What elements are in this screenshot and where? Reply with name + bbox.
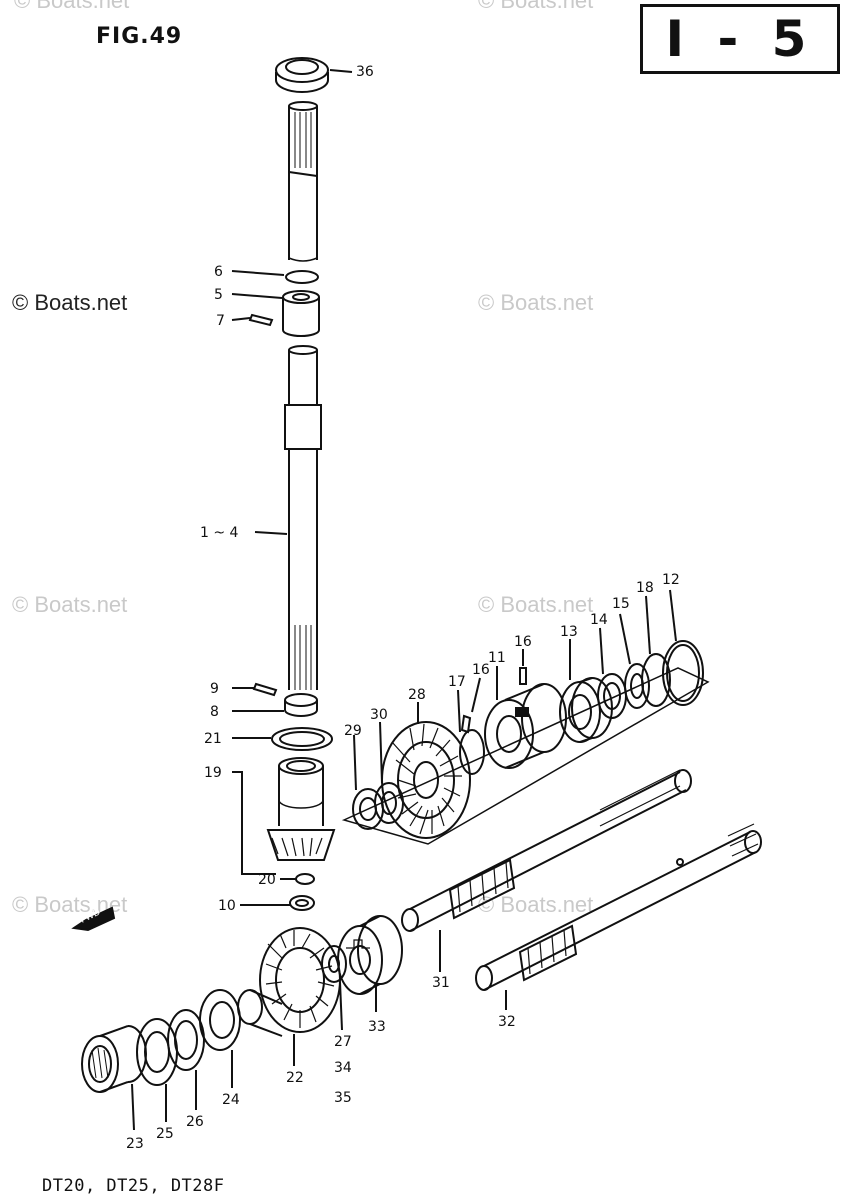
leader-line — [231, 317, 251, 321]
callout-29: 29 — [344, 723, 362, 739]
callout-34: 34 — [334, 1060, 352, 1076]
callout-21: 21 — [204, 731, 222, 747]
part-16-pin-lower — [460, 714, 472, 734]
callout-10: 10 — [218, 898, 236, 914]
callout-1-4: 1 ~ 4 — [200, 525, 239, 541]
leader-line — [131, 1083, 135, 1131]
leader-line — [619, 613, 631, 665]
callout-30: 30 — [370, 707, 388, 723]
leader-line — [599, 627, 604, 675]
watermark: © Boats.net — [12, 290, 128, 315]
callout-13: 13 — [560, 624, 578, 640]
watermark: © Boats.net — [478, 290, 594, 315]
leader-line — [232, 771, 276, 875]
part-9-pin — [252, 682, 278, 697]
part-31-propeller-shaft — [401, 769, 692, 932]
leader-line — [645, 595, 651, 655]
callout-32: 32 — [498, 1014, 516, 1030]
part-23-needle-bearing — [81, 1025, 147, 1093]
leader-line — [457, 689, 461, 733]
callout-28: 28 — [408, 687, 426, 703]
callout-33: 33 — [368, 1019, 386, 1035]
part-20-washer — [295, 873, 315, 885]
part-17-shim — [459, 729, 485, 775]
callout-36: 36 — [356, 64, 374, 80]
part-28-reverse-gear — [381, 721, 471, 839]
part-16-pin-upper — [519, 667, 527, 685]
leader-line — [669, 589, 677, 642]
leader-line — [231, 270, 285, 276]
part-7-pin — [248, 313, 274, 327]
part-21-shim — [271, 727, 333, 751]
callout-11: 11 — [488, 650, 506, 666]
callout-23: 23 — [126, 1136, 144, 1152]
part-8-bushing — [284, 693, 318, 717]
leader-line — [339, 981, 343, 1031]
callout-8: 8 — [210, 704, 219, 720]
part-10-nut — [289, 895, 315, 911]
callout-16-lower: 16 — [472, 662, 490, 678]
callout-18: 18 — [636, 580, 654, 596]
leader-line — [329, 69, 353, 73]
leader-line — [231, 293, 283, 299]
callout-31: 31 — [432, 975, 450, 991]
part-22-forward-gear — [237, 927, 341, 1037]
part-32-propeller-shaft — [475, 823, 762, 991]
callout-16-upper: 16 — [514, 634, 532, 650]
watermark: © Boats.net — [478, 0, 594, 13]
part-26-shim — [167, 1009, 205, 1071]
part-33-clutch — [337, 915, 403, 995]
callout-35: 35 — [334, 1090, 352, 1106]
figure-label: FIG.49 — [96, 24, 183, 49]
callout-27: 27 — [334, 1034, 352, 1050]
callout-9: 9 — [210, 681, 219, 697]
part-5-coupling — [282, 290, 320, 337]
callout-22: 22 — [286, 1070, 304, 1086]
callout-15: 15 — [612, 596, 630, 612]
drive-shaft-main — [284, 345, 322, 690]
drive-shaft-upper — [288, 101, 318, 262]
callout-5: 5 — [214, 287, 223, 303]
part-36-oil-seal — [275, 57, 329, 93]
part-18-o-ring — [641, 653, 671, 707]
callout-25: 25 — [156, 1126, 174, 1142]
callout-26: 26 — [186, 1114, 204, 1130]
callout-6: 6 — [214, 264, 223, 280]
callout-20: 20 — [258, 872, 276, 888]
callout-12: 12 — [662, 572, 680, 588]
part-24-shim — [199, 989, 241, 1051]
watermark: © Boats.net — [478, 592, 594, 617]
model-list: DT20, DT25, DT28F — [42, 1176, 225, 1196]
callout-17: 17 — [448, 674, 466, 690]
leader-line — [353, 734, 357, 791]
forward-direction-arrow-icon — [71, 906, 116, 932]
part-25-thrust-washer — [136, 1018, 178, 1086]
watermark: © Boats.net — [14, 0, 130, 13]
assembly-boundary — [341, 667, 710, 845]
page-code-box: I - 5 — [640, 4, 840, 74]
callout-14: 14 — [590, 612, 608, 628]
callout-7: 7 — [216, 313, 225, 329]
leader-line — [471, 677, 481, 713]
callout-24: 24 — [222, 1092, 240, 1108]
part-6-circlip — [285, 270, 319, 284]
part-19-pinion-bearing — [266, 757, 336, 861]
watermark: © Boats.net — [12, 592, 128, 617]
callout-19: 19 — [204, 765, 222, 781]
leader-line — [254, 531, 288, 535]
